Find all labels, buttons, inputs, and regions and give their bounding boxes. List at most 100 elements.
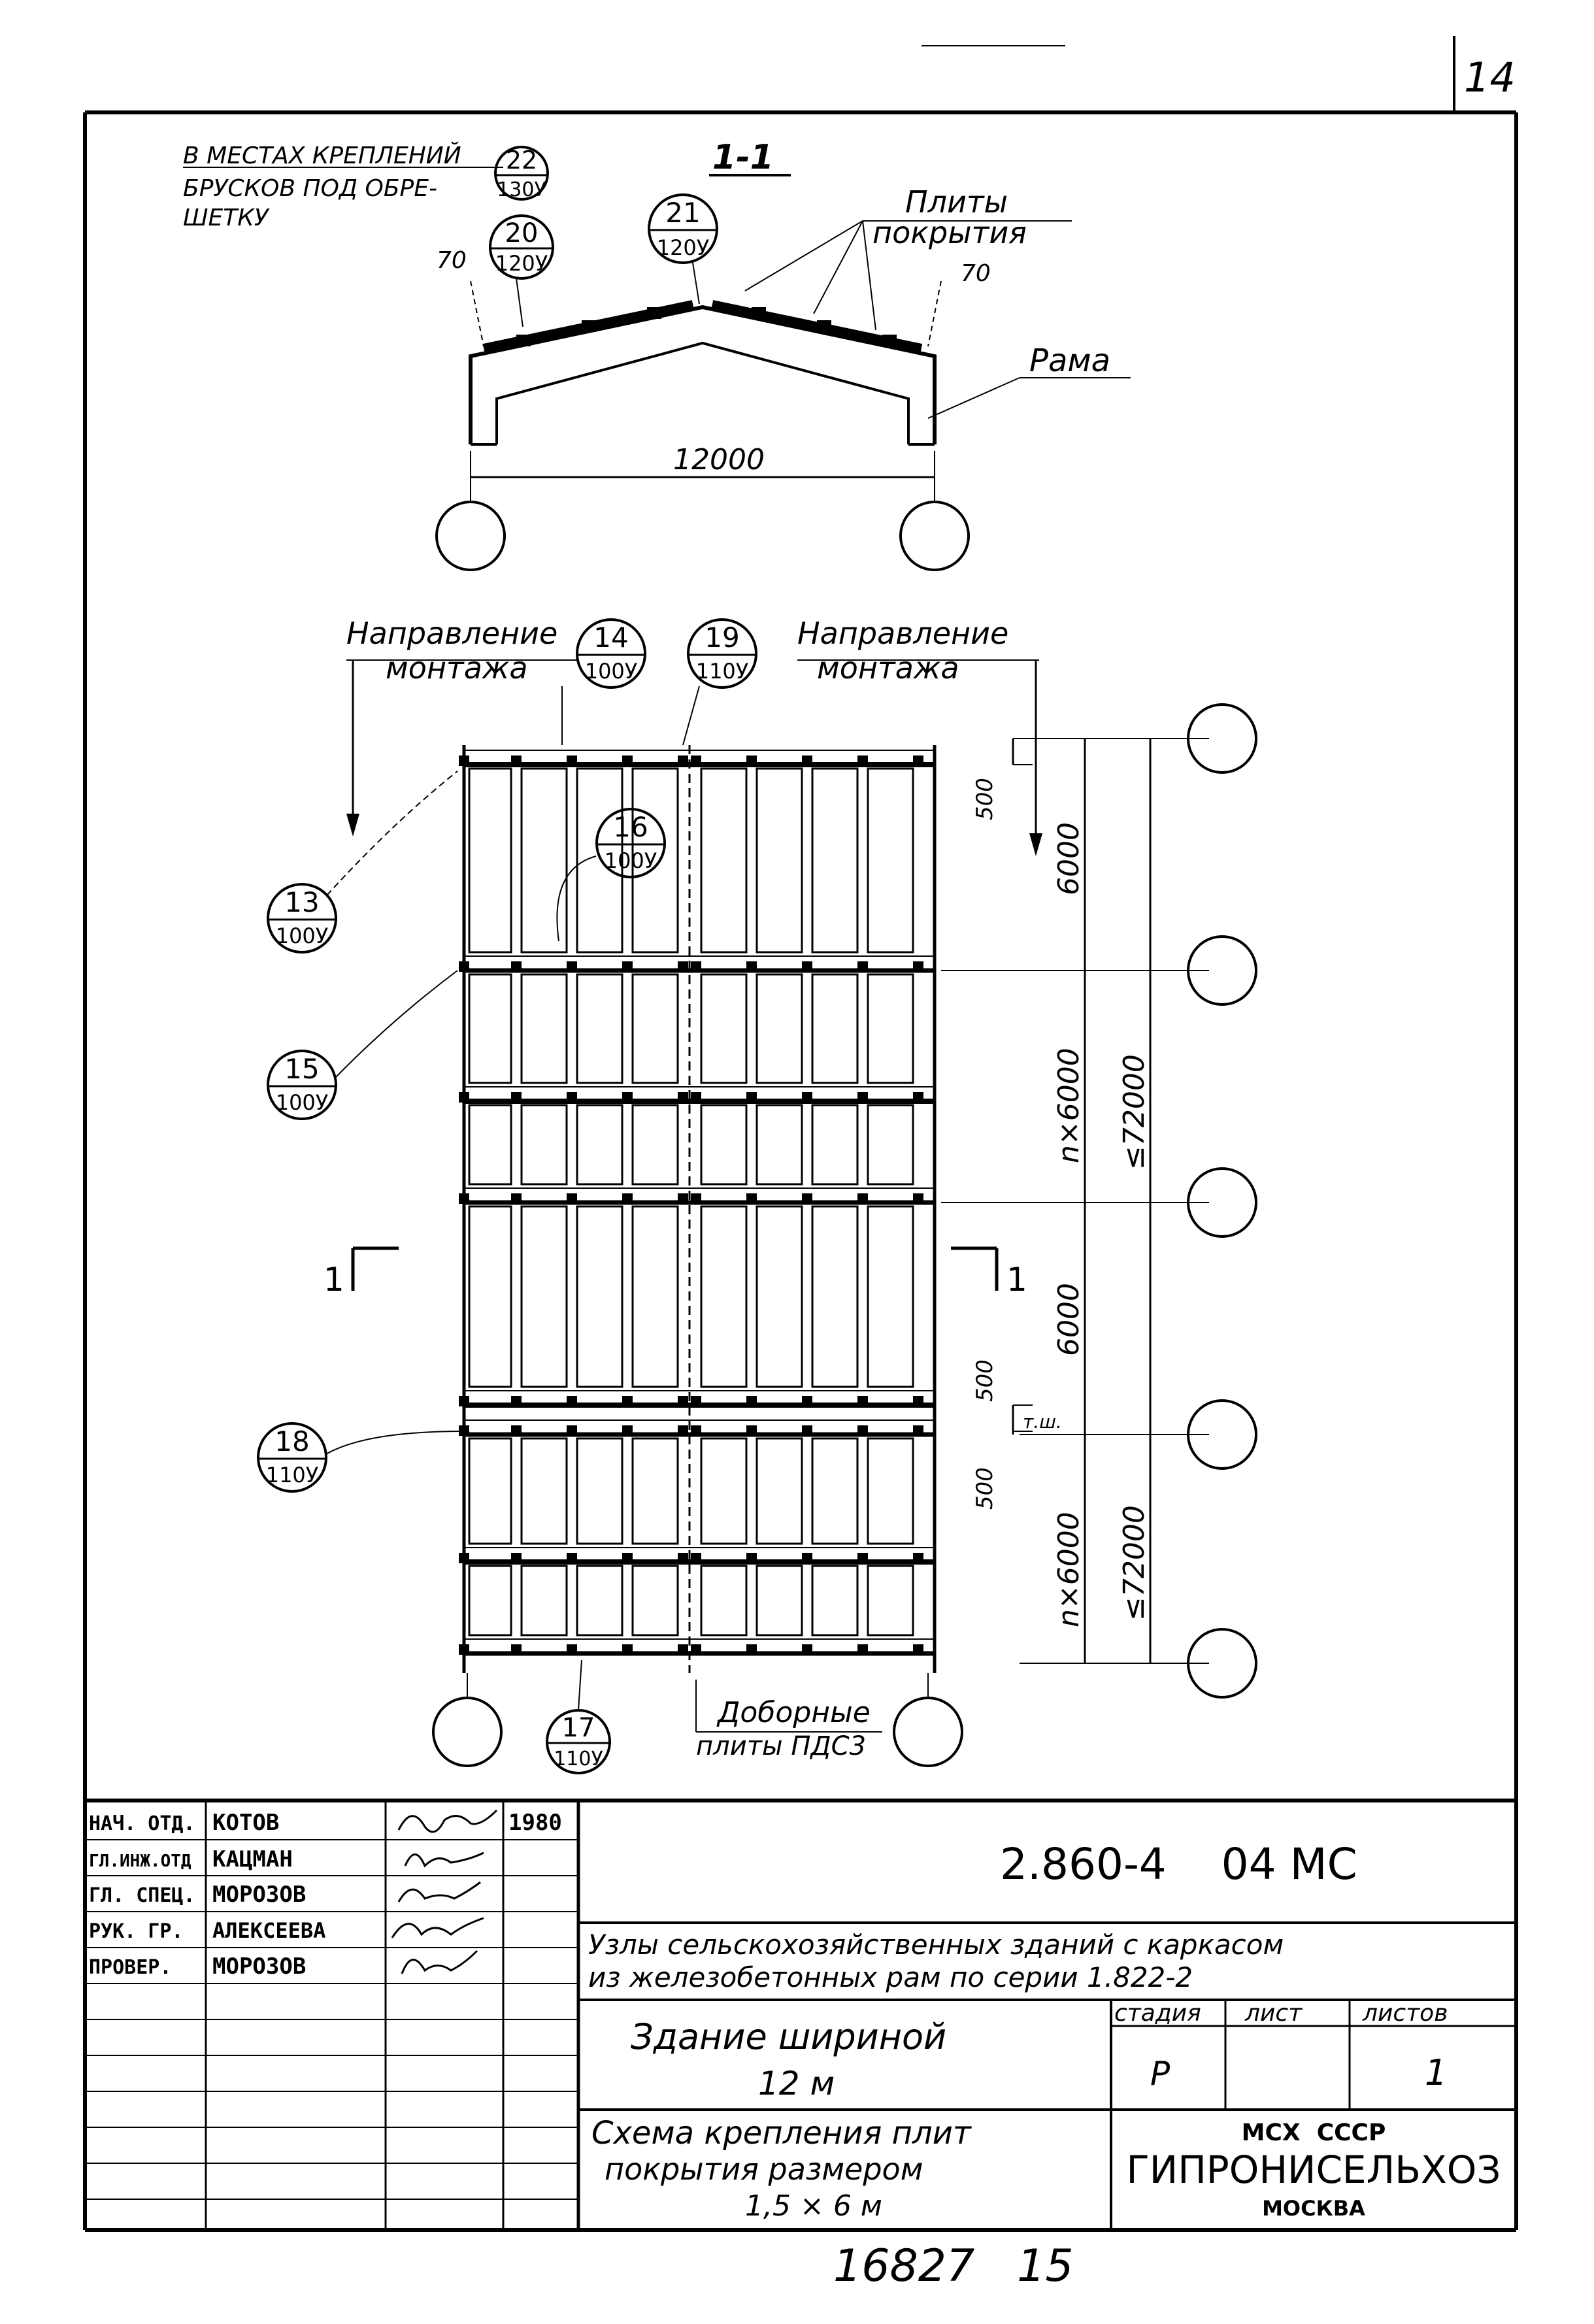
fastening-node	[857, 1644, 868, 1655]
ref-bubble-18-ref: 110У	[266, 1463, 319, 1487]
fastening-node	[802, 1092, 812, 1103]
fastening-node	[913, 1092, 923, 1103]
roof-plate	[867, 767, 914, 954]
fastening-node	[459, 961, 469, 972]
roof-plate	[811, 767, 859, 954]
fastening-node	[913, 1553, 923, 1563]
fastening-node	[802, 1396, 812, 1406]
section-note-line3: ШЕТКУ	[183, 205, 270, 231]
stage-header: стадия	[1114, 2000, 1201, 2027]
title-block-roles: НАЧ. ОТД. ГЛ.ИНЖ.ОТД ГЛ. СПЕЦ. РУК. ГР. …	[89, 1810, 562, 1980]
roof-plate	[867, 1565, 914, 1636]
org-line3: МОСКВА	[1262, 2196, 1365, 2221]
description-line1: Узлы сельскохозяйственных зданий с карка…	[588, 1929, 1284, 1961]
signatures	[391, 1809, 498, 1974]
cut-mark-left: 1	[324, 1246, 399, 1299]
name-2: МОРОЗОВ	[212, 1882, 306, 1908]
stage-value: Р	[1150, 2055, 1171, 2093]
roof-plate	[468, 1205, 512, 1388]
sheets-header: листов	[1362, 2000, 1448, 2027]
ref-bubble-13: 13 100У	[267, 771, 458, 954]
ref-bubble-18-num: 18	[274, 1425, 309, 1457]
fastening-node	[802, 1425, 812, 1436]
sheet-header: лист	[1244, 2000, 1303, 2027]
fastening-node	[746, 1193, 757, 1204]
fastening-node	[691, 1553, 701, 1563]
ref-bubble-17-num: 17	[562, 1713, 595, 1743]
axis-bubble-section-left	[435, 501, 506, 571]
fastening-node	[691, 961, 701, 972]
drawing-title-line1: Схема крепления плит	[591, 2115, 972, 2151]
roof-plate	[867, 973, 914, 1084]
roof-plate	[811, 1205, 859, 1388]
fastening-node	[857, 1425, 868, 1436]
fastening-node	[857, 1193, 868, 1204]
dim-n6000-low: n×6000	[1052, 1512, 1086, 1627]
ref-bubble-14-num: 14	[593, 622, 628, 654]
direction-right-1: Направление	[797, 616, 1008, 651]
fastening-node	[459, 1644, 469, 1655]
roof-plate	[576, 1104, 623, 1186]
roof-plate	[755, 767, 803, 954]
fastening-node	[678, 1396, 688, 1406]
roof-plate-grid	[459, 745, 937, 1673]
roof-plate	[631, 1565, 679, 1636]
fastening-node	[567, 1396, 577, 1406]
ref-bubble-14-ref: 100У	[585, 659, 638, 684]
sheet-frame	[83, 36, 1518, 2232]
fastening-node	[802, 1193, 812, 1204]
drawing-code: 2.860-4 04 МС	[1000, 1839, 1357, 1889]
roof-plate	[631, 973, 679, 1084]
ref-bubble-22: 22 130У	[494, 146, 549, 201]
fastening-node	[691, 1396, 701, 1406]
fastening-node	[746, 1644, 757, 1655]
role-4: ПРОВЕР.	[89, 1956, 171, 1979]
role-0: НАЧ. ОТД.	[89, 1812, 195, 1835]
ref-bubble-22-num: 22	[506, 146, 537, 174]
roof-plate	[520, 1565, 568, 1636]
description-line2: из железобетонных рам по серии 1.822-2	[588, 1961, 1193, 1993]
fastening-node	[691, 1092, 701, 1103]
fastening-node	[459, 1553, 469, 1563]
ref-bubble-16-ref: 100У	[605, 848, 657, 873]
fastening-node	[622, 1092, 633, 1103]
ref-bubble-15: 15 100У	[267, 970, 458, 1120]
fastening-node	[622, 1553, 633, 1563]
roof-plate	[520, 1104, 568, 1186]
span-dim: 12000	[673, 443, 765, 476]
dim-le72000-low: ≤72000	[1118, 1505, 1151, 1621]
roof-plate	[631, 767, 679, 954]
fastening-node	[913, 1644, 923, 1655]
fastening-node	[459, 755, 469, 766]
ref-bubble-21-ref: 120У	[657, 235, 710, 260]
fastening-node	[459, 1193, 469, 1204]
roof-plate	[755, 973, 803, 1084]
title-block	[85, 1799, 1516, 2230]
roof-plate	[576, 1437, 623, 1545]
ref-bubble-13-num: 13	[284, 886, 319, 918]
sheet-number: 14	[1464, 54, 1516, 101]
fastening-node	[567, 961, 577, 972]
roof-plate	[576, 973, 623, 1084]
extra-plates-label-1: Доборные	[716, 1696, 871, 1729]
roof-plate	[867, 1104, 914, 1186]
fastening-node	[857, 1553, 868, 1563]
roof-plate	[520, 973, 568, 1084]
roof-plate	[700, 1565, 748, 1636]
axis-bubbles	[432, 703, 1257, 1767]
ref-bubble-19-ref: 110У	[696, 659, 749, 684]
drawing-title-line3: 1,5 × 6 м	[745, 2189, 882, 2223]
ref-bubble-22-ref: 130У	[497, 178, 546, 201]
fastening-node	[511, 1092, 522, 1103]
direction-left-2: монтажа	[386, 650, 528, 686]
role-3: РУК. ГР.	[89, 1920, 184, 1943]
fastening-node	[567, 1425, 577, 1436]
name-3: АЛЕКСЕЕВА	[212, 1918, 325, 1943]
fastening-node	[913, 1396, 923, 1406]
fastening-node	[567, 1553, 577, 1563]
ref-bubble-17-ref: 110У	[554, 1748, 603, 1770]
fastening-node	[622, 1396, 633, 1406]
roof-plate	[700, 767, 748, 954]
ref-bubble-21: 21 120У	[648, 193, 718, 305]
